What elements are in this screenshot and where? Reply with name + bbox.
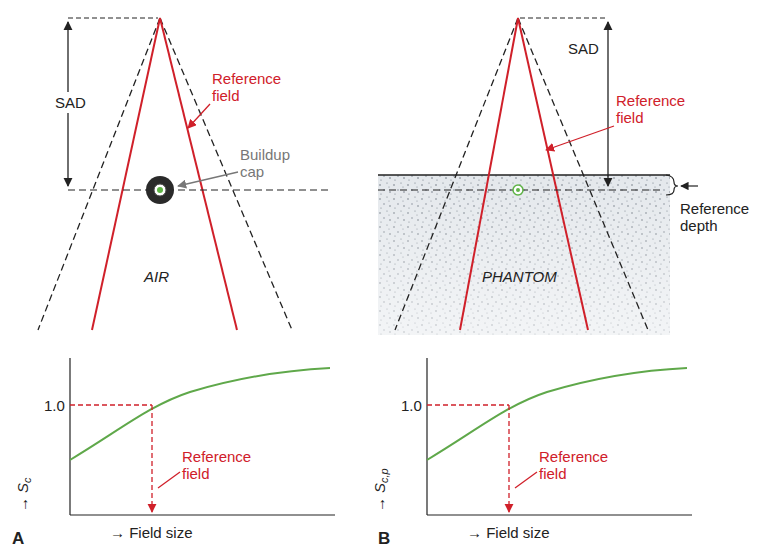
- distance-label: SAD: [54, 92, 87, 113]
- axis-title: → Sc,p: [371, 468, 393, 512]
- tick-label: 1.0: [401, 397, 422, 414]
- graph-a: [70, 358, 335, 515]
- distance-label: SAD: [568, 40, 599, 57]
- axis-arrow: →: [371, 497, 388, 512]
- medium-label: PHANTOM: [482, 268, 557, 285]
- field-label: Reference field: [539, 448, 619, 482]
- field-label: Reference field: [616, 92, 686, 126]
- panel-letter: B: [378, 530, 390, 547]
- tick-label: 1.0: [44, 397, 65, 414]
- axis-arrow: →: [14, 497, 31, 512]
- axis-label: → Field size: [467, 524, 550, 541]
- axis-subscript: c: [21, 477, 33, 483]
- phantom-setup: [378, 18, 698, 335]
- air-setup: [38, 18, 330, 330]
- axis-title: → Sc: [14, 477, 36, 512]
- panel-letter: A: [12, 530, 24, 547]
- graph-b: [427, 358, 692, 515]
- axis-symbol: S: [14, 483, 31, 493]
- medium-label: AIR: [144, 268, 169, 285]
- part-label: Buildup cap: [240, 146, 310, 180]
- depth-label: Reference depth: [680, 200, 750, 234]
- field-label: Reference field: [182, 448, 262, 482]
- field-label: Reference field: [212, 70, 292, 104]
- axis-symbol: S: [371, 483, 388, 493]
- axis-subscript: c,p: [378, 468, 390, 483]
- axis-label: → Field size: [110, 524, 193, 541]
